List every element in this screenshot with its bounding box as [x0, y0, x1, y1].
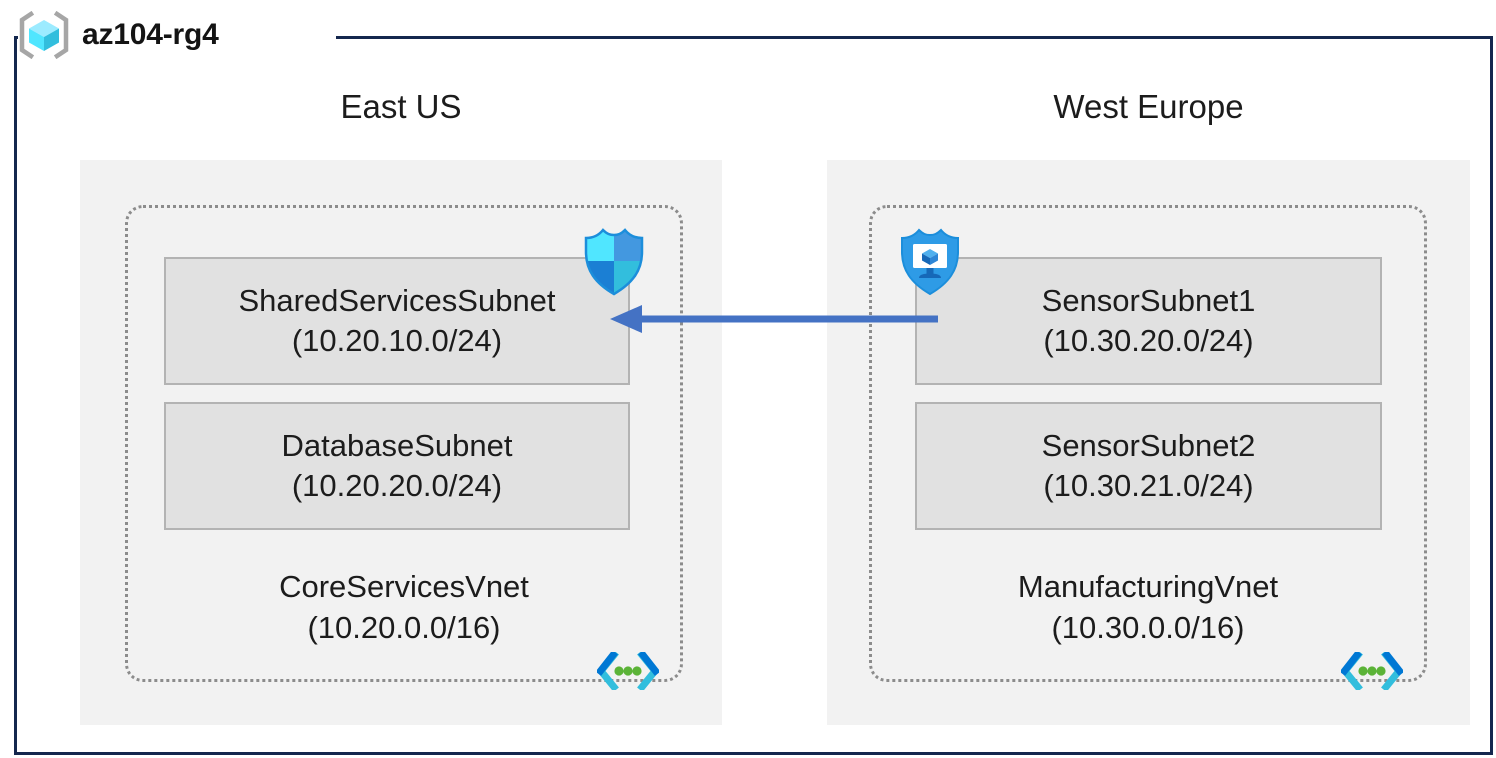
subnet-name: DatabaseSubnet: [281, 427, 513, 463]
vnet-name: ManufacturingVnet: [1017, 569, 1279, 604]
vnet-address-space: (10.20.0.0/16): [307, 610, 501, 646]
region-label-east-us: East US: [340, 88, 462, 125]
subnet-box-databasesubnet: DatabaseSubnet (10.20.20.0/24): [164, 402, 630, 530]
subnet-box-sensorsubnet2: SensorSubnet2 (10.30.21.0/24): [915, 402, 1382, 530]
subnet-box-sharedservicessubnet: SharedServicesSubnet (10.20.10.0/24): [164, 257, 630, 385]
subnet-box-sensorsubnet1: SensorSubnet1 (10.30.20.0/24): [915, 257, 1382, 385]
virtual-network-icon: [1339, 650, 1405, 692]
resource-group-cube-icon: [18, 10, 70, 60]
vnet-box-manufacturingvnet: [869, 205, 1427, 682]
subnet-cidr: (10.20.20.0/24): [291, 468, 503, 503]
vnet-caption-manufacturingvnet: ManufacturingVnet (10.30.0.0/16): [869, 566, 1427, 648]
network-security-group-shield-icon: [583, 226, 645, 296]
subnet-name: SensorSubnet2: [1041, 427, 1256, 463]
vnet-box-coreservicesvnet: [125, 205, 683, 682]
resource-group-header: az104-rg4: [18, 9, 219, 61]
subnet-cidr: (10.30.21.0/24): [1043, 468, 1254, 503]
subnet-name: SensorSubnet1: [1041, 282, 1256, 318]
subnet-name: SharedServicesSubnet: [238, 282, 556, 318]
virtual-network-icon: [595, 650, 661, 692]
resource-group-frame: [14, 36, 1493, 755]
vnet-caption-coreservicesvnet: CoreServicesVnet (10.20.0.0/16): [125, 566, 683, 648]
region-label-west-europe: West Europe: [1053, 88, 1244, 125]
peering-arrow-left-icon: [608, 300, 938, 338]
vnet-name: CoreServicesVnet: [279, 569, 529, 604]
resource-group-name: az104-rg4: [82, 18, 219, 51]
subnet-cidr: (10.30.20.0/24): [1043, 323, 1254, 358]
vnet-address-space: (10.30.0.0/16): [1051, 610, 1245, 646]
subnet-cidr: (10.20.10.0/24): [291, 323, 503, 358]
bastion-shield-monitor-icon: [899, 226, 961, 296]
resource-group-header-gap: [18, 12, 336, 60]
